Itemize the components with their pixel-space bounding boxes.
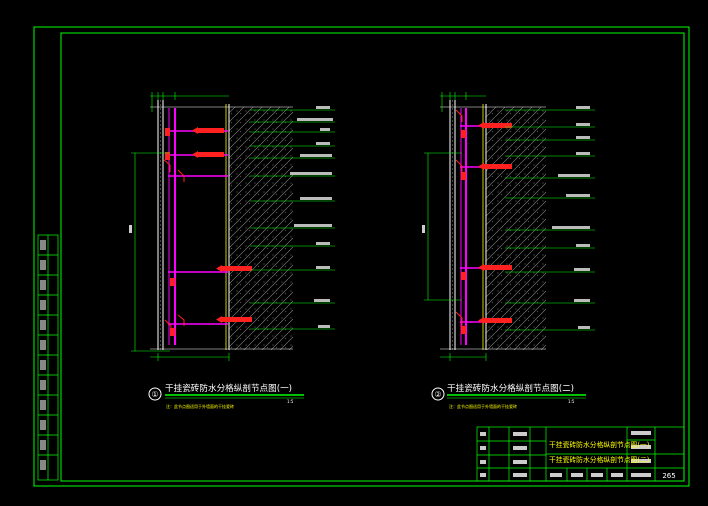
detail-1: ① 干挂瓷砖防水分格纵剖节点图(一) 1:5 注：此节点图适用于外墙面的干挂瓷砖	[129, 92, 335, 409]
detail-1-marker-circle	[148, 387, 162, 401]
detail-2-anchors	[461, 122, 512, 334]
detail-2-brackets	[460, 125, 485, 323]
binding-strip-text	[40, 240, 46, 470]
detail-2-dimensions	[424, 92, 487, 361]
detail-1-scale: 1:5	[287, 399, 294, 404]
detail-1-brackets	[168, 130, 228, 325]
detail-2: ② 干挂瓷砖防水分格纵剖节点图(二) 1:5 注：此节点图适用于外墙面的干挂瓷砖	[422, 92, 595, 409]
detail-1-note: 注：此节点图适用于外墙面的干挂瓷砖	[166, 403, 234, 409]
title-block-drawing-name-1: 干挂瓷砖防水分格纵剖节点图(一)	[549, 440, 650, 449]
detail-2-annotations	[552, 106, 590, 329]
title-block	[476, 426, 685, 482]
detail-2-leaders	[505, 109, 595, 331]
detail-1-annotations	[290, 106, 333, 328]
detail-1-masonry	[229, 107, 293, 350]
outer-border	[33, 26, 690, 487]
detail-1-marker: ①	[151, 390, 158, 399]
detail-1-anchors	[165, 127, 252, 336]
detail-2-masonry	[486, 107, 546, 350]
binding-strip	[37, 234, 59, 481]
detail-1-title: 干挂瓷砖防水分格纵剖节点图(一)	[165, 382, 292, 394]
detail-2-note: 注：此节点图适用于外墙面的干挂瓷砖	[449, 403, 517, 409]
detail-1-leaders	[250, 109, 335, 330]
title-block-drawing-name-2: 干挂瓷砖防水分格纵剖节点图(二)	[549, 455, 650, 464]
detail-1-dimensions	[131, 92, 230, 361]
detail-2-marker-circle	[431, 387, 445, 401]
detail-2-title: 干挂瓷砖防水分格纵剖节点图(二)	[447, 382, 574, 394]
inner-border	[60, 32, 685, 482]
title-block-sheet-number: 265	[662, 472, 675, 480]
detail-2-scale: 1:5	[568, 399, 575, 404]
detail-2-marker: ②	[434, 390, 441, 399]
title-block-labels	[480, 431, 651, 477]
